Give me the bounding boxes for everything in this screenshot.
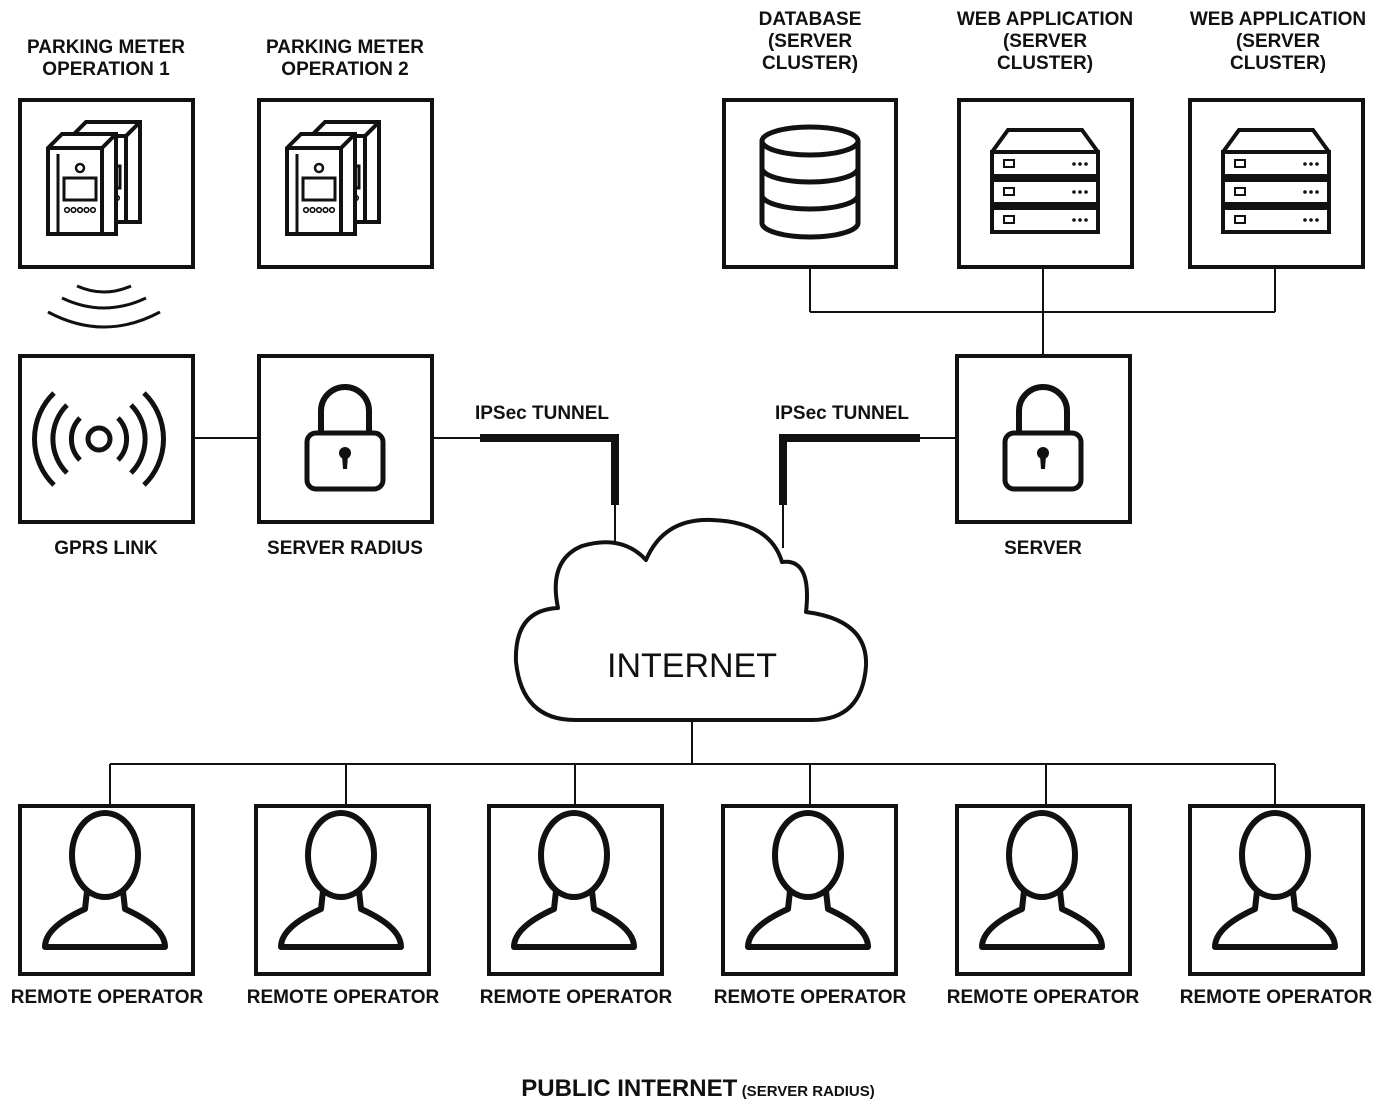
wireless-waves-icon bbox=[47, 284, 161, 329]
footer-caption: PUBLIC INTERNET (SERVER RADIUS) bbox=[0, 1075, 1396, 1103]
server-label: SERVER bbox=[1004, 538, 1082, 559]
server-radius-label: SERVER RADIUS bbox=[267, 538, 423, 559]
operator-6 bbox=[1188, 804, 1365, 976]
footer-sub: (SERVER RADIUS) bbox=[741, 1083, 875, 1100]
database-icon bbox=[759, 124, 861, 240]
operator-4-label: REMOTE OPERATOR bbox=[713, 987, 907, 1008]
operator-2-label: REMOTE OPERATOR bbox=[246, 987, 440, 1008]
antenna-icon bbox=[32, 391, 166, 487]
ipsec-tunnel-right bbox=[779, 434, 920, 505]
operator-6-label: REMOTE OPERATOR bbox=[1179, 987, 1373, 1008]
operator-2 bbox=[254, 804, 431, 976]
operator-3 bbox=[487, 804, 664, 976]
operator-1 bbox=[18, 804, 195, 976]
footer-main: PUBLIC INTERNET bbox=[521, 1075, 738, 1102]
gprs-link-box bbox=[18, 354, 195, 524]
parking-meter-2-icon bbox=[287, 122, 379, 234]
ipsec-tunnel-right-label: IPSec TUNNEL bbox=[774, 403, 910, 424]
operator-3-label: REMOTE OPERATOR bbox=[479, 987, 673, 1008]
operator-5-label: REMOTE OPERATOR bbox=[946, 987, 1140, 1008]
connector-lines bbox=[109, 268, 1276, 806]
meter-1-label: PARKING METER OPERATION 1 bbox=[27, 37, 185, 80]
internet-label: INTERNET bbox=[607, 647, 777, 685]
web-app-1-label: WEB APPLICATION (SERVER CLUSTER) bbox=[956, 9, 1134, 74]
internet-cloud-icon bbox=[513, 517, 869, 722]
gprs-link-label: GPRS LINK bbox=[54, 538, 158, 559]
operator-4 bbox=[721, 804, 898, 976]
parking-meter-1-icon bbox=[48, 122, 140, 234]
meter-2-label: PARKING METER OPERATION 2 bbox=[266, 37, 424, 80]
operator-1-label: REMOTE OPERATOR bbox=[10, 987, 204, 1008]
ipsec-tunnel-left bbox=[480, 434, 619, 505]
ipsec-tunnel-left-label: IPSec TUNNEL bbox=[474, 403, 610, 424]
web-app-2-label: WEB APPLICATION (SERVER CLUSTER) bbox=[1189, 9, 1367, 74]
database-label: DATABASE (SERVER CLUSTER) bbox=[758, 9, 862, 74]
operator-5 bbox=[955, 804, 1132, 976]
